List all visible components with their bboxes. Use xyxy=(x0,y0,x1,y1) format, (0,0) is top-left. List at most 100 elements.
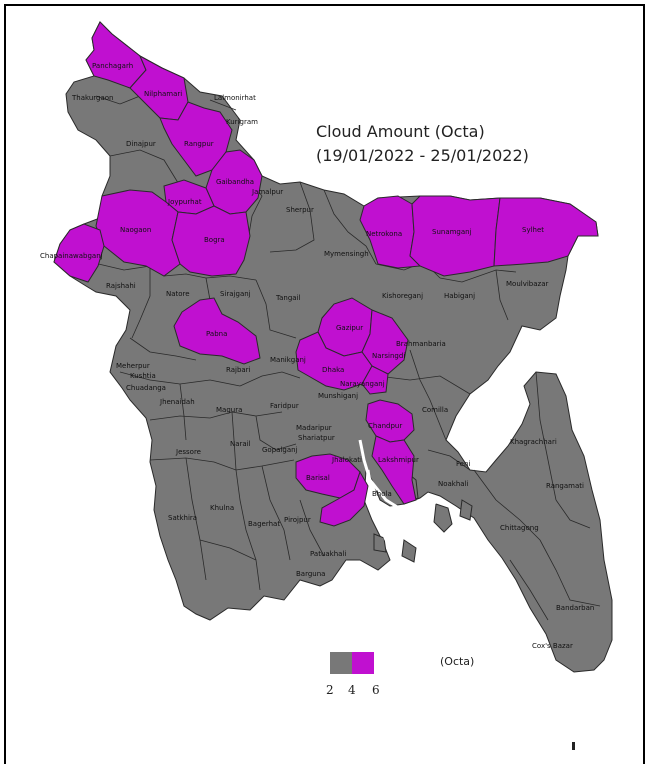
border xyxy=(239,371,301,387)
label-narail: Narail xyxy=(230,440,251,448)
label-nilphamari: Nilphamari xyxy=(144,90,182,98)
border xyxy=(269,181,315,253)
label-rangamati: Rangamati xyxy=(546,482,584,490)
border xyxy=(409,349,447,441)
border xyxy=(509,559,549,621)
label-faridpur: Faridpur xyxy=(270,402,299,410)
border xyxy=(377,375,471,395)
label-rangpur: Rangpur xyxy=(184,140,214,148)
district-sylhet xyxy=(493,197,599,267)
label-moulvibazar: Moulvibazar xyxy=(506,280,548,288)
district-labels: Panchagarh Thakurgaon Nilphamari Lalmoni… xyxy=(40,62,594,650)
label-pabna: Pabna xyxy=(206,330,227,338)
label-bogra: Bogra xyxy=(204,236,225,244)
label-chapainawabganj: Chapainawabganj xyxy=(40,252,103,260)
label-tangail: Tangail xyxy=(275,294,301,302)
label-naogaon: Naogaon xyxy=(120,226,151,234)
border xyxy=(209,99,237,111)
label-shariatpur: Shariatpur xyxy=(298,434,335,442)
high-cloud-districts xyxy=(53,21,599,527)
label-manikganj: Manikganj xyxy=(270,356,306,364)
label-kishoreganj: Kishoreganj xyxy=(382,292,423,300)
label-sylhet: Sylhet xyxy=(522,226,544,234)
border xyxy=(95,95,141,105)
label-gaibandha: Gaibandha xyxy=(216,178,254,186)
border xyxy=(109,149,181,187)
meghna-estuary xyxy=(358,439,441,512)
border xyxy=(149,457,295,471)
label-khagrachhari: Khagrachhari xyxy=(510,438,557,446)
map-title: Cloud Amount (Octa) (19/01/2022 - 25/01/… xyxy=(316,120,529,168)
border xyxy=(199,539,257,561)
map-tick-mark xyxy=(572,742,575,750)
label-panchagarh: Panchagarh xyxy=(92,62,133,70)
district-bogra xyxy=(171,205,251,277)
label-chittagong: Chittagong xyxy=(500,524,539,532)
label-comilla: Comilla xyxy=(422,406,448,414)
label-joypurhat: Joypurhat xyxy=(167,198,202,206)
label-jhalokati: Jhalokati xyxy=(331,456,362,464)
label-barisal: Barisal xyxy=(306,474,330,482)
border xyxy=(439,269,517,283)
label-sirajganj: Sirajganj xyxy=(220,290,251,298)
label-thakurgaon: Thakurgaon xyxy=(71,94,113,102)
border xyxy=(129,337,197,361)
border xyxy=(255,415,297,451)
south-island-2 xyxy=(373,533,387,553)
label-kushtia: Kushtia xyxy=(130,372,156,380)
label-feni: Feni xyxy=(456,460,470,468)
label-patuakhali: Patuakhali xyxy=(310,550,346,558)
border xyxy=(535,371,557,501)
label-chandpur: Chandpur xyxy=(368,422,402,430)
border xyxy=(235,469,261,591)
label-rajbari: Rajbari xyxy=(226,366,251,374)
estuary-branch xyxy=(366,469,388,541)
label-noakhali: Noakhali xyxy=(438,480,469,488)
label-sunamganj: Sunamganj xyxy=(432,228,472,236)
label-gopalganj: Gopalganj xyxy=(262,446,298,454)
legend-tick-2: 2 xyxy=(326,683,334,697)
label-narayanganj: Narayanganj xyxy=(340,380,385,388)
label-bagerhat: Bagerhat xyxy=(248,520,280,528)
water-channels xyxy=(358,439,441,541)
district-chandpur xyxy=(365,399,415,443)
label-sherpur: Sherpur xyxy=(286,206,314,214)
label-mymensingh: Mymensingh xyxy=(324,250,369,258)
label-natore: Natore xyxy=(166,290,190,298)
map-title-line2: (19/01/2022 - 25/01/2022) xyxy=(316,146,529,165)
district-narayanganj xyxy=(361,365,389,395)
label-munshiganj: Munshiganj xyxy=(318,392,358,400)
label-dinajpur: Dinajpur xyxy=(126,140,156,148)
border xyxy=(323,189,377,265)
label-madaripur: Madaripur xyxy=(296,424,332,432)
border xyxy=(231,411,237,471)
label-habiganj: Habiganj xyxy=(444,292,475,300)
district-chapainawabganj xyxy=(53,223,105,283)
label-brahmanbaria: Brahmanbaria xyxy=(396,340,446,348)
label-narsingdi: Narsingdi xyxy=(372,352,405,360)
label-meherpur: Meherpur xyxy=(116,362,150,370)
sandwip-island xyxy=(459,499,473,521)
map-title-line1: Cloud Amount (Octa) xyxy=(316,122,485,141)
label-gazipur: Gazipur xyxy=(336,324,363,332)
legend-tick-4: 4 xyxy=(348,683,356,697)
label-chuadanga: Chuadanga xyxy=(126,384,166,392)
border xyxy=(179,383,187,441)
border xyxy=(495,269,509,321)
south-island-1 xyxy=(401,539,417,563)
border xyxy=(299,499,325,557)
label-kurigram: Kurigram xyxy=(226,118,258,126)
label-dhaka: Dhaka xyxy=(322,366,344,374)
district-pabna xyxy=(173,297,261,365)
label-lakshmipur: Lakshmipur xyxy=(378,456,419,464)
label-rajshahi: Rajshahi xyxy=(106,282,136,290)
border xyxy=(555,499,591,529)
border xyxy=(149,411,283,421)
district-lakshmipur xyxy=(371,435,417,505)
border xyxy=(255,279,297,339)
label-jamalpur: Jamalpur xyxy=(251,188,283,196)
hatiya-island xyxy=(433,503,453,533)
border xyxy=(185,457,207,581)
legend-tick-6: 6 xyxy=(372,683,380,697)
